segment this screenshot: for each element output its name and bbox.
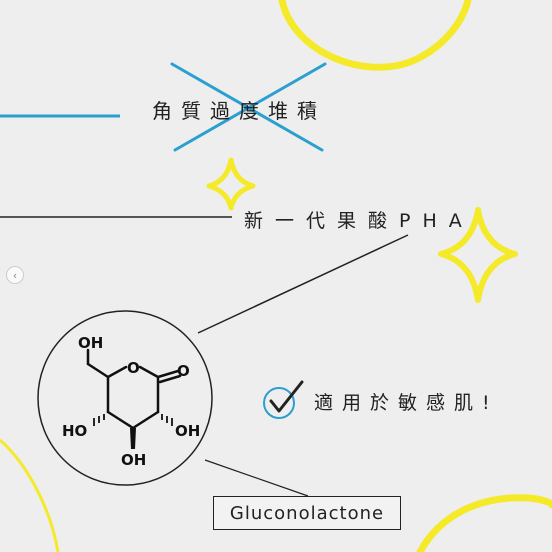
ring-oxygen: O bbox=[127, 359, 140, 377]
cross-icon bbox=[170, 62, 327, 152]
keratin-buildup-text: 角質過度堆積 bbox=[152, 99, 326, 123]
chevron-left-icon: ‹ bbox=[12, 268, 18, 282]
suitable-sensitive-text: 適用於敏感肌! bbox=[314, 392, 499, 414]
hashed-bonds bbox=[93, 414, 173, 426]
carousel-prev-button[interactable]: ‹ bbox=[6, 266, 24, 284]
carbonyl-oxygen: O bbox=[177, 362, 190, 380]
oh-right: OH bbox=[175, 422, 200, 440]
yellow-arc-top bbox=[278, 0, 472, 71]
molecule-circle bbox=[37, 310, 213, 486]
oh-top: OH bbox=[78, 334, 103, 352]
check-circle-icon bbox=[263, 380, 304, 419]
label-connector bbox=[204, 459, 309, 497]
new-gen-pha-text: 新一代果酸PHA bbox=[244, 210, 474, 232]
callout-line bbox=[197, 234, 409, 334]
molecule-name-label: Gluconolactone bbox=[213, 496, 401, 530]
sparkle-icon bbox=[438, 207, 518, 303]
gluconolactone-structure bbox=[86, 348, 182, 449]
sparkle-icon bbox=[206, 157, 256, 211]
oh-left: HO bbox=[62, 422, 87, 440]
oh-bottom: OH bbox=[121, 451, 146, 469]
molecule-name-text: Gluconolactone bbox=[229, 502, 385, 524]
yellow-arc-bottom bbox=[416, 494, 552, 552]
yellow-arc-left bbox=[0, 438, 60, 552]
